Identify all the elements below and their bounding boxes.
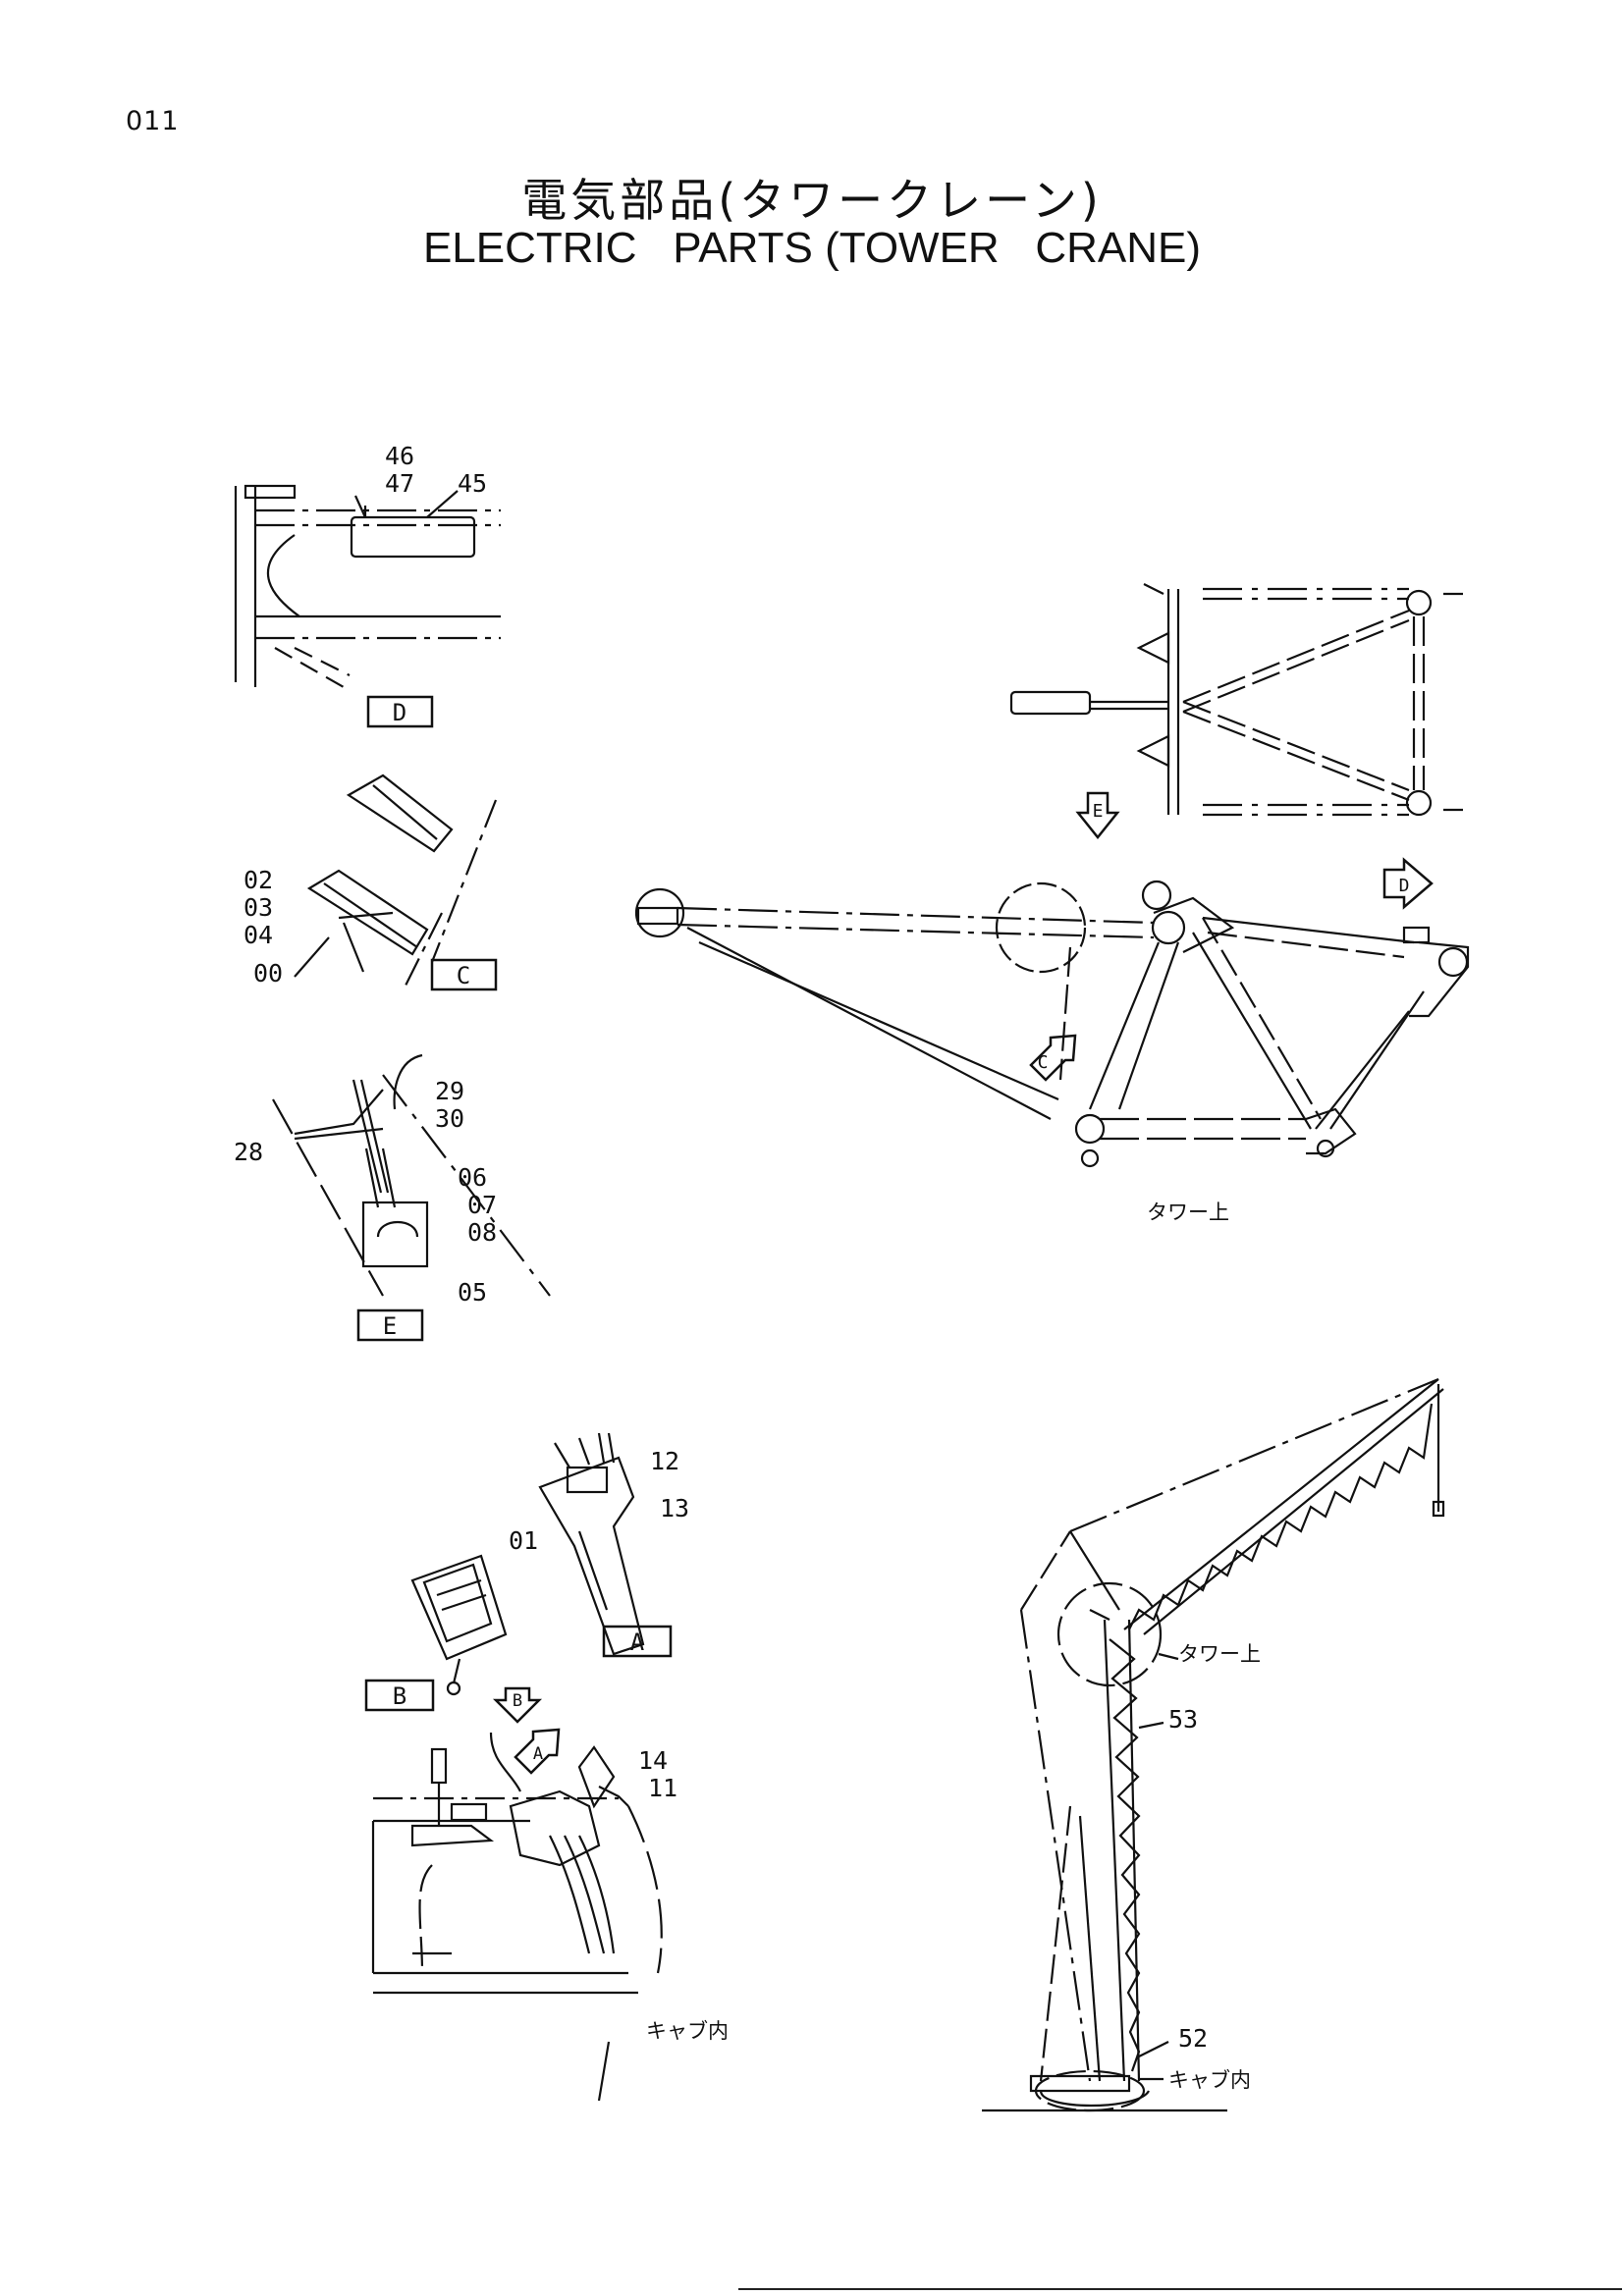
svg-text:B: B — [513, 1691, 522, 1711]
svg-text:A: A — [630, 1629, 645, 1656]
view-label-c: C — [430, 958, 498, 991]
svg-text:D: D — [1399, 876, 1410, 896]
note-cab-interior: キャブ内 — [646, 2019, 729, 2043]
view-label-b: B — [364, 1679, 435, 1712]
callout-30: 30 — [435, 1104, 464, 1133]
tower-top-plan — [1009, 583, 1463, 817]
callout-08: 08 — [467, 1218, 497, 1247]
view-b-detail — [410, 1554, 508, 1696]
cab-interior — [371, 1732, 663, 2102]
callout-12: 12 — [650, 1447, 679, 1475]
callout-07: 07 — [467, 1191, 497, 1219]
arrow-c: C — [1029, 1034, 1077, 1082]
callout-03: 03 — [244, 893, 273, 922]
view-a-detail — [538, 1432, 645, 1656]
callout-46: 46 — [385, 442, 414, 470]
title-japanese: 電気部品(タワークレーン) — [521, 174, 1103, 227]
svg-text:B: B — [393, 1682, 406, 1710]
view-label-a: A — [602, 1625, 673, 1658]
page-number: 011 — [126, 106, 180, 136]
svg-text:A: A — [533, 1744, 543, 1764]
note-tower-top: タワー上 — [1147, 1201, 1229, 1224]
callout-28: 28 — [234, 1138, 263, 1166]
svg-text:E: E — [1093, 801, 1104, 822]
view-c-detail — [294, 774, 498, 992]
callout-05: 05 — [458, 1278, 487, 1307]
callout-02: 02 — [244, 866, 273, 894]
view-d-detail — [234, 484, 501, 688]
title-english: ELECTRIC PARTS (TOWER CRANE) — [422, 224, 1202, 272]
callout-00: 00 — [253, 959, 283, 988]
callout-52: 52 — [1178, 2024, 1208, 2053]
callout-47: 47 — [385, 469, 414, 498]
callout-14: 14 — [638, 1746, 668, 1775]
svg-text:D: D — [393, 699, 406, 726]
arrow-d: D — [1382, 857, 1434, 910]
svg-text:E: E — [383, 1312, 397, 1340]
callout-45: 45 — [458, 469, 487, 498]
arrow-b: B — [492, 1686, 543, 1724]
tower-crane-full — [982, 1377, 1445, 2112]
callout-04: 04 — [244, 921, 273, 949]
callout-13: 13 — [660, 1494, 689, 1522]
callout-01: 01 — [509, 1526, 538, 1555]
tower-top-side — [634, 880, 1470, 1168]
arrow-e: E — [1075, 791, 1120, 840]
view-label-e: E — [356, 1308, 424, 1342]
footer-rule — [738, 2288, 1622, 2290]
callout-06: 06 — [458, 1163, 487, 1192]
note-crane-tower-top: タワー上 — [1178, 1642, 1261, 1666]
callout-11: 11 — [648, 1774, 677, 1802]
callout-53: 53 — [1168, 1705, 1198, 1734]
callout-29: 29 — [435, 1077, 464, 1105]
svg-text:C: C — [457, 962, 470, 989]
arrow-a: A — [514, 1728, 561, 1775]
svg-text:C: C — [1038, 1052, 1049, 1073]
view-e-detail — [272, 1053, 551, 1297]
note-crane-cab-interior: キャブ内 — [1168, 2068, 1251, 2092]
view-label-d: D — [366, 695, 434, 728]
